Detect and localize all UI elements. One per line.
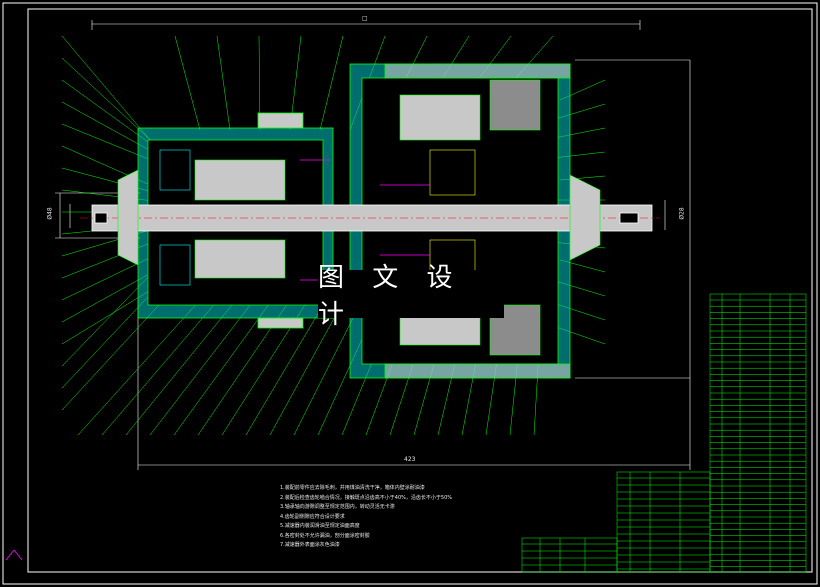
parts-list-frame <box>709 293 807 573</box>
leader-line <box>61 35 151 141</box>
title-block-frame <box>521 537 618 573</box>
main-shaft <box>80 204 660 232</box>
note-line: 1.装配前零件应去除毛刺，并用煤油清洗干净，箱体内壁涂耐油漆 <box>280 485 425 491</box>
note-line: 7.减速器外表面涂灰色油漆 <box>280 542 340 548</box>
top-dimension <box>91 20 641 30</box>
leader-line <box>216 35 231 131</box>
watermark: 图 文 设 计 <box>318 263 504 330</box>
overall-length-label: 423 <box>404 456 416 463</box>
inner-border <box>27 8 813 573</box>
note-line: 6.各密封处不允许漏油，剖分面涂密封胶 <box>280 532 370 539</box>
leader-line <box>149 299 255 436</box>
leader-line <box>61 274 151 367</box>
leader-line <box>174 35 201 131</box>
leader-line <box>319 35 344 131</box>
title-block-frame <box>616 471 711 573</box>
parts-list-table <box>709 293 807 573</box>
leader-line <box>125 299 237 436</box>
leader-line <box>245 299 327 436</box>
leader-line <box>173 299 273 436</box>
left-dim-label: Ø48 <box>46 207 54 220</box>
note-line: 4.齿轮副侧隙应符合设计要求 <box>280 513 345 520</box>
end-cap-right <box>569 174 601 261</box>
title-block-table <box>521 471 711 573</box>
leader-line <box>269 299 345 436</box>
note-line: 2.装配后检查齿轮啮合情况，接触斑点沿齿高不小于40%，沿齿长不小于50% <box>280 494 453 501</box>
gear-set-left <box>159 149 286 286</box>
overall-dimension <box>137 60 691 470</box>
technical-notes: 1.装配前零件应去除毛刺，并用煤油清洗干净，箱体内壁涂耐油漆 2.装配后检查齿轮… <box>280 484 500 551</box>
leader-line <box>101 299 219 436</box>
right-dim-label: Ø28 <box>678 207 686 220</box>
leader-line <box>77 299 201 436</box>
note-line: 3.轴承轴向游隙调整至规定范围内，转动灵活无卡滞 <box>280 504 395 510</box>
coupling-left <box>117 169 139 266</box>
top-dim-label: □ <box>362 15 368 22</box>
note-line: 5.减速器内装润滑油至规定油面高度 <box>280 523 360 529</box>
